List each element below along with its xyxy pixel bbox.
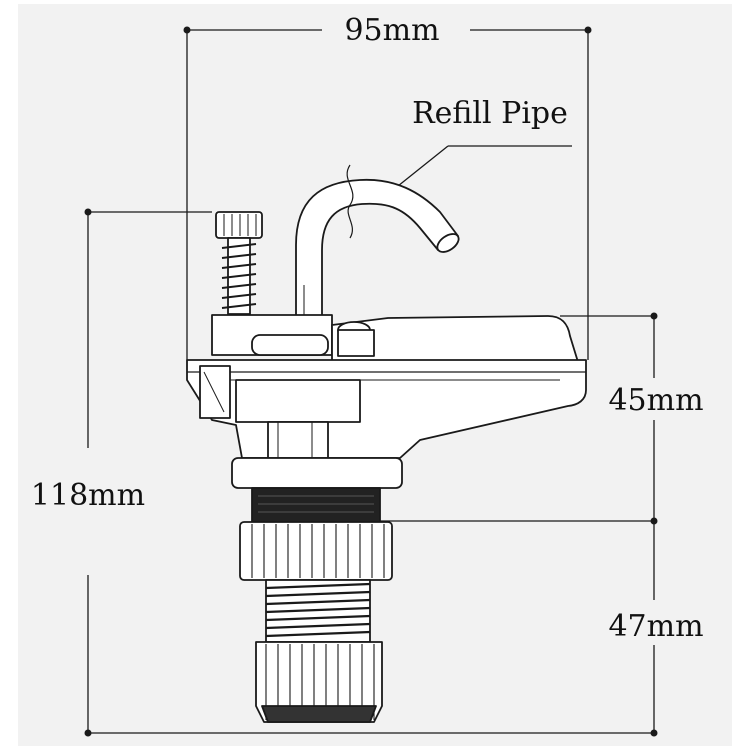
lock-nut — [239, 521, 393, 581]
fill-valve-drawing — [186, 164, 587, 723]
adjuster-spring — [215, 211, 263, 315]
base-flange — [231, 457, 403, 489]
threaded-shank — [265, 579, 371, 643]
total-height-label: 118mm — [31, 478, 145, 513]
inlet-nut — [255, 641, 383, 723]
refill-pipe — [295, 164, 460, 331]
threaded-seal — [251, 487, 381, 523]
lower-height-label: 47mm — [608, 609, 703, 644]
dimension-lines — [87, 29, 655, 734]
upper-height-label: 45mm — [608, 383, 703, 418]
width-label: 95mm — [344, 13, 439, 48]
valve-cap — [211, 314, 579, 363]
dimension-dots — [84, 26, 658, 737]
valve-body — [186, 359, 587, 459]
refill-pipe-label: Refill Pipe — [412, 96, 568, 131]
